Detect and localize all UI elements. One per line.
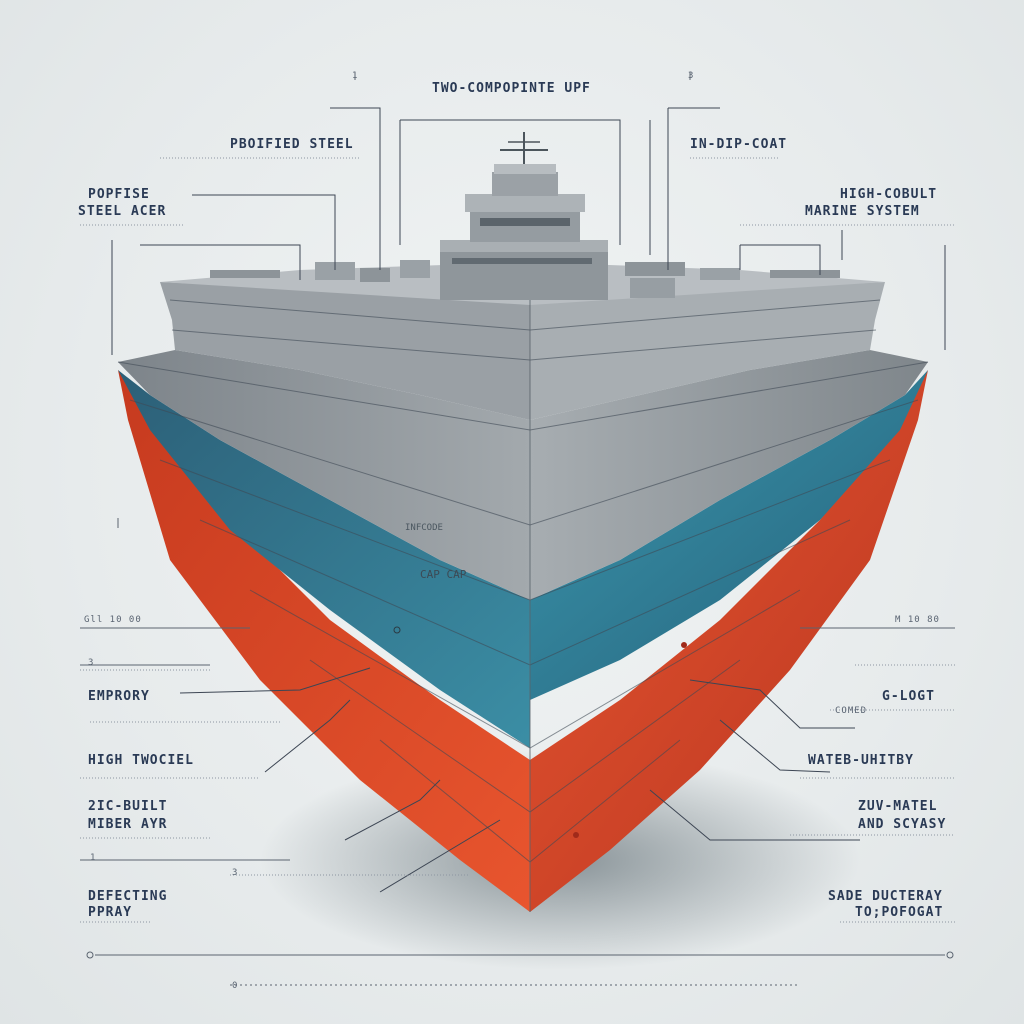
label-left-1: EMPRORY xyxy=(88,689,150,704)
label-right-4a: SADE DUCTERAY xyxy=(828,889,943,904)
label-right-upper-2: MARINE SYSTEM xyxy=(805,204,920,219)
num-1-left: 1 xyxy=(90,853,96,863)
superstructure xyxy=(210,132,840,300)
red-layer-left xyxy=(118,370,530,912)
label-left-3a: 2IC-BUILT xyxy=(88,799,167,814)
red-layer-right xyxy=(530,370,928,912)
bulwark-right xyxy=(530,282,885,420)
right-small-mark: COMED xyxy=(835,706,867,716)
label-right-4b: TO;POFOGAT xyxy=(855,905,943,920)
label-right-2: WATEB-UHITBY xyxy=(808,753,914,768)
teal-layer-left xyxy=(118,370,530,748)
bulwark-left xyxy=(160,282,530,420)
label-left-4b: PPRAY xyxy=(88,905,132,920)
labels: TWO-COMPOPINTE UPF PBOIFIED STEEL IN-DIP… xyxy=(78,71,946,991)
label-left-2: HIGH TWOCIEL xyxy=(88,753,194,768)
tick-top-left: 1 xyxy=(352,71,358,81)
label-top-center: TWO-COMPOPINTE UPF xyxy=(432,81,591,96)
num-3-mid: 3 xyxy=(232,868,238,878)
label-left-upper-1: POPFISE xyxy=(88,187,150,202)
left-scale-mark: Gll 10 00 xyxy=(84,615,142,625)
label-left-4a: DEFECTING xyxy=(88,889,167,904)
label-left-3b: MIBER AYR xyxy=(88,817,167,832)
hull-mark-2: INFCODE xyxy=(405,523,443,533)
label-top-right: IN-DIP-COAT xyxy=(690,137,787,152)
guide-lines xyxy=(80,157,955,923)
label-right-1: G-LOGT xyxy=(882,689,935,704)
leader-lines xyxy=(111,107,946,893)
rules xyxy=(80,72,955,986)
tick-top-right: 3 xyxy=(688,71,694,81)
teal-layer-right xyxy=(530,370,928,700)
label-right-upper-1: HIGH-COBULT xyxy=(840,187,937,202)
label-right-3a: ZUV-MATEL xyxy=(858,799,937,814)
num-bottom: 0 xyxy=(232,981,238,991)
label-right-3b: AND SCYASY xyxy=(858,817,946,832)
right-scale-mark: M 10 80 xyxy=(895,615,940,625)
label-top-left: PBOIFIED STEEL xyxy=(230,137,354,152)
hull-mark-1: CAP CAP xyxy=(420,568,467,581)
label-left-upper-2: STEEL ACER xyxy=(78,204,166,219)
num-3-left: 3 xyxy=(88,658,94,668)
